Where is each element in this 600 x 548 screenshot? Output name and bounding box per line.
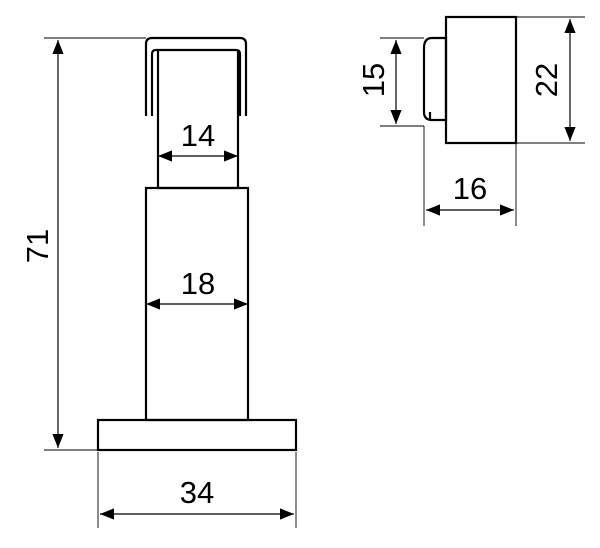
dim-label-71: 71	[20, 229, 55, 263]
dimension-side-small-height: 15	[356, 37, 424, 127]
dimension-total-height: 71	[20, 37, 146, 451]
bumper-cap-inner	[150, 48, 242, 116]
bumper-head	[422, 36, 448, 122]
dimension-side-height: 22	[516, 16, 585, 144]
bumper-body	[444, 15, 518, 145]
dim-label-16: 16	[453, 171, 487, 206]
dim-label-18: 18	[181, 266, 215, 301]
front-view	[96, 36, 298, 452]
bumper-cap	[144, 36, 248, 116]
dim-label-14: 14	[181, 118, 215, 153]
side-view	[422, 15, 518, 145]
dimension-body-width: 18	[146, 266, 248, 310]
dimension-top-width: 14	[158, 118, 238, 162]
base-plate	[96, 418, 298, 452]
dim-label-34: 34	[180, 475, 214, 510]
dimension-side-depth: 16	[423, 126, 517, 226]
dim-label-15: 15	[356, 63, 391, 97]
dimension-base-width: 34	[97, 452, 297, 528]
dim-label-22: 22	[529, 63, 564, 97]
